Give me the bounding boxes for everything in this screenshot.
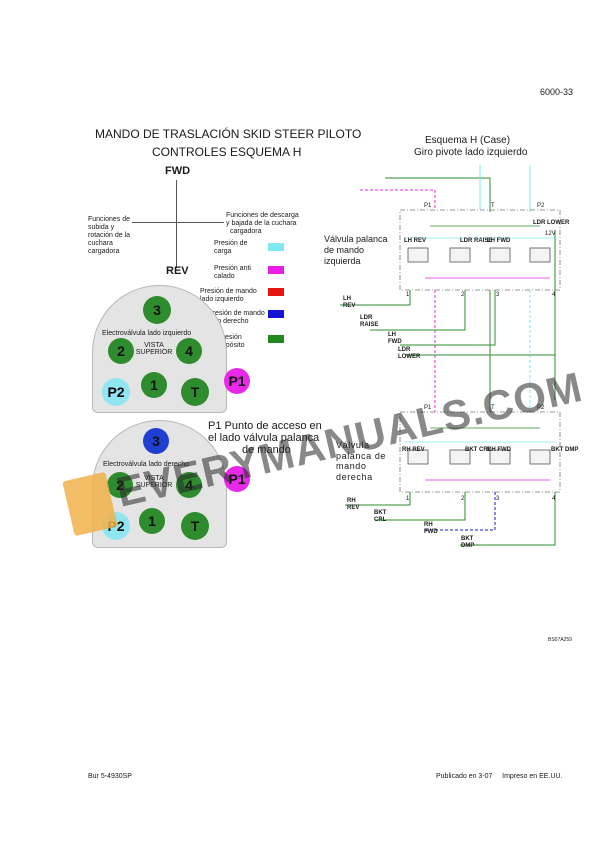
fwd-label: FWD (165, 165, 191, 177)
top-mark-t: T (491, 203, 495, 209)
p1-badge-right: P1 (224, 466, 250, 492)
right-valve-port-3: 3 (143, 428, 169, 454)
left-valve-port-1: 1 (141, 372, 167, 398)
left-valve-label: Electroválvula lado izquierdo (102, 330, 192, 337)
hydraulic-schematic (340, 165, 561, 546)
footer-publication-info: Publicado en 3-07 Impreso en EE.UU. (436, 773, 563, 780)
bottom-mark-p2: P2 (537, 405, 545, 411)
spool-rh-rev: RH REV (402, 447, 425, 453)
top-port-4: 4 (552, 292, 556, 298)
joystick-horizontal-axis (132, 222, 224, 223)
spool-lh-fwd: LH FWD (487, 238, 511, 244)
bottom-port-3: 3 (496, 496, 500, 502)
legend-swatch-cyan (268, 243, 284, 251)
top-port-1: 1 (406, 292, 410, 298)
top-mark-12v: 12V (545, 231, 556, 237)
legend-swatch-blue (268, 310, 284, 318)
right-valve-port-4: 4 (176, 472, 202, 498)
right-valve-port-1: 1 (139, 508, 165, 534)
rev-label: REV (166, 265, 189, 277)
legend-swatch-green (268, 335, 284, 343)
bottom-mark-t: T (491, 405, 495, 411)
right-valve-label: Electroválvula lado derecho (103, 461, 189, 468)
bottom-mark-p1: P1 (424, 405, 432, 411)
schema-subtitle: Giro pivote lado izquierdo (414, 147, 528, 158)
legend-swatch-red (268, 288, 284, 296)
page-subtitle: CONTROLES ESQUEMA H (152, 145, 302, 159)
bottom-port-2: 2 (461, 496, 465, 502)
top-mark-p1: P1 (424, 203, 432, 209)
left-valve-port-3: 3 (143, 296, 171, 324)
right-valve-port-t: T (181, 512, 209, 540)
page-number: 6000-33 (540, 87, 574, 97)
bottom-port-4: 4 (552, 496, 556, 502)
access-point-text: P1 Punto de acceso en el lado válvula pa… (208, 420, 322, 456)
top-port-3: 3 (496, 292, 500, 298)
top-port-2: 2 (461, 292, 465, 298)
spool-ldr-lower: LDR LOWER (533, 220, 570, 226)
joystick-vertical-axis (176, 180, 177, 268)
legend-swatch-magenta (268, 266, 284, 274)
left-valve-port-p2: P2 (102, 378, 130, 406)
spool-bkt-crl: BKT CRL (465, 447, 492, 453)
spool-rh-fwd: RH FWD (487, 447, 511, 453)
left-valve-port-2: 2 (108, 338, 134, 364)
spool-ldr-raise: LDR RAISE (460, 238, 493, 244)
schema-title: Esquema H (Case) (425, 135, 511, 146)
page-title: MANDO DE TRASLACIÓN SKID STEER PILOTO (95, 127, 362, 141)
left-valve-port-4: 4 (176, 338, 202, 364)
p1-badge: P1 (224, 368, 250, 394)
top-mark-p2: P2 (537, 203, 545, 209)
footer-document-id: Bur 5-4930SP (88, 773, 132, 780)
spool-bkt-dmp: BKT DMP (551, 447, 579, 453)
bottom-port-1: 1 (406, 496, 410, 502)
spool-lh-rev: LH REV (404, 238, 427, 244)
figure-code: BS07A259 (548, 637, 572, 643)
right-valve-port-2: 2 (107, 472, 133, 498)
left-valve-port-t: T (181, 378, 209, 406)
